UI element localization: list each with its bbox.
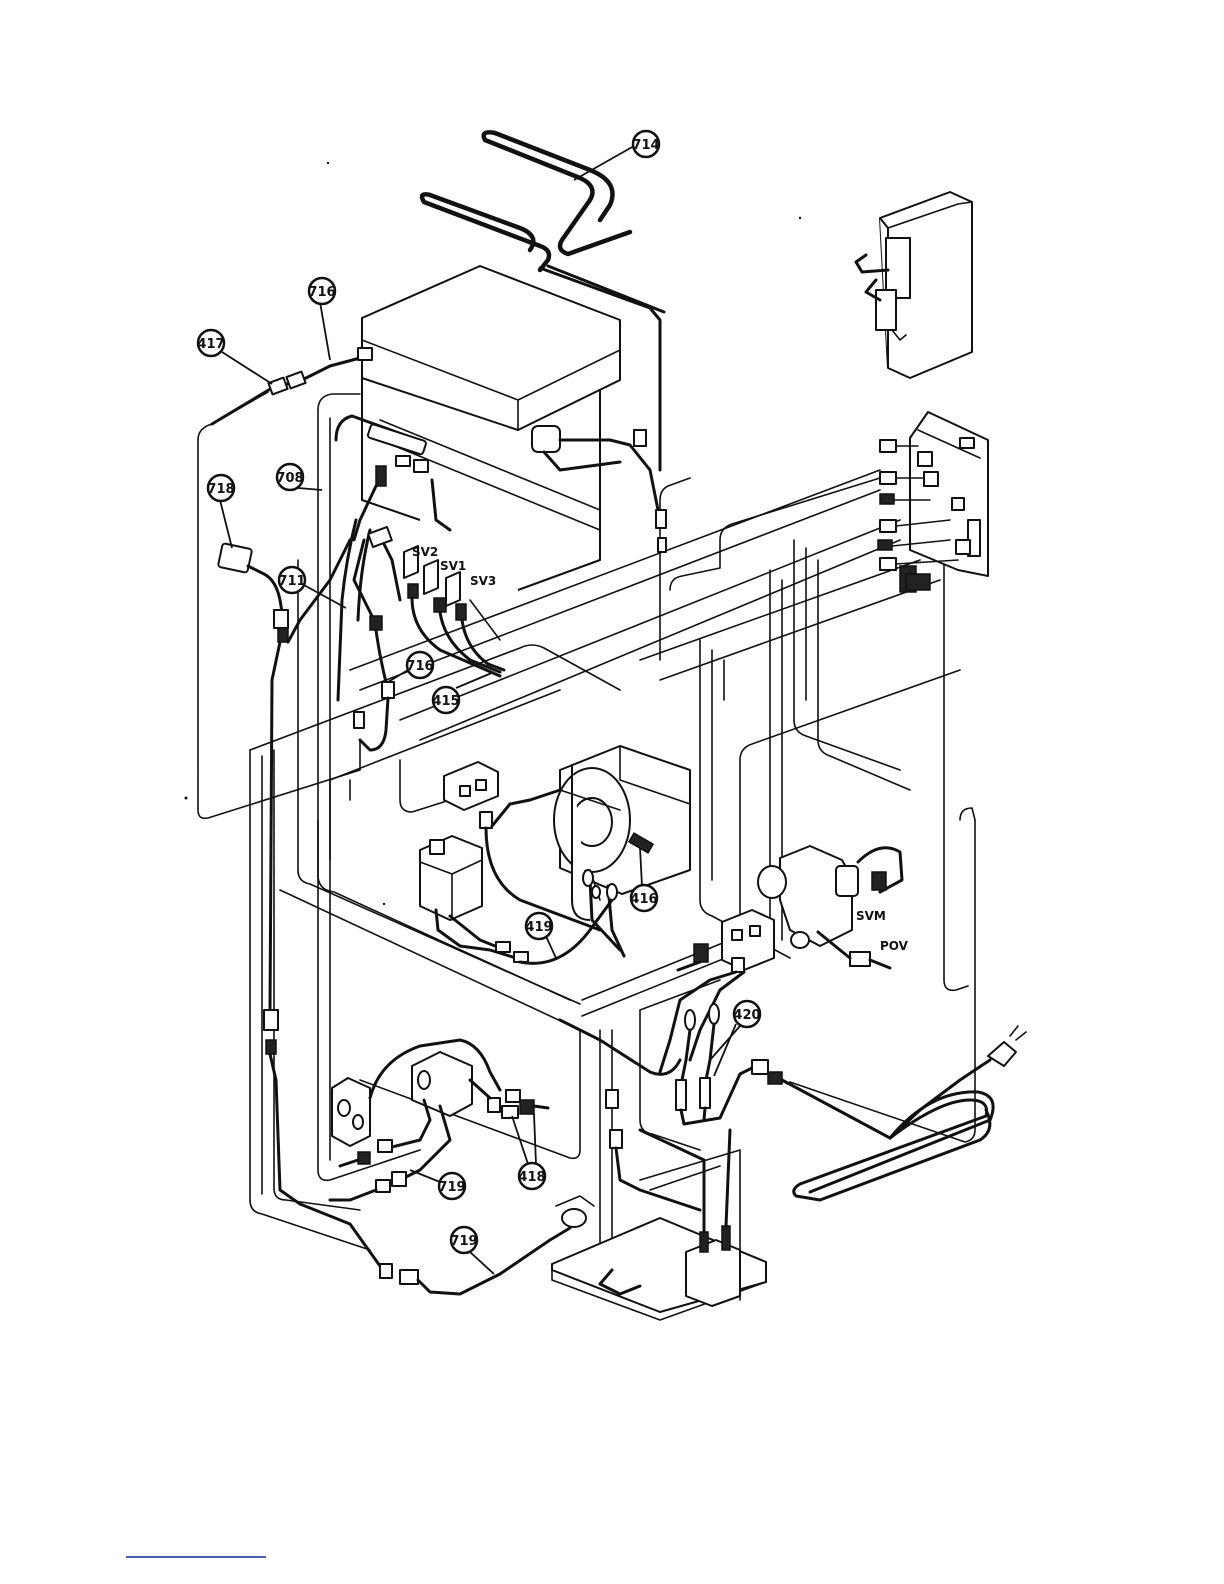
sv3-label: SV3 <box>470 574 496 588</box>
svg-text:417: 417 <box>197 337 224 352</box>
svg-text:420: 420 <box>733 1008 760 1023</box>
bottom-junction-box <box>552 1090 766 1320</box>
control-board-module <box>856 192 972 378</box>
power-cord <box>794 1026 1026 1200</box>
sv2-label: SV2 <box>412 545 438 559</box>
lower-connector-chain <box>380 1196 594 1294</box>
svg-text:415: 415 <box>432 694 459 709</box>
fan-motor <box>554 746 690 920</box>
svg-text:418: 418 <box>518 1170 545 1185</box>
svg-text:718: 718 <box>207 482 234 497</box>
svm-label: SVM <box>856 909 886 923</box>
footer-rule <box>126 1556 266 1558</box>
pump-assembly: SVM POV <box>758 846 909 968</box>
svg-text:708: 708 <box>276 471 303 486</box>
terminal-block <box>878 412 988 592</box>
svg-text:711: 711 <box>278 574 305 589</box>
left-connector-417 <box>212 348 372 424</box>
svg-text:716: 716 <box>308 285 335 300</box>
oven-cavity-top <box>362 266 620 590</box>
svg-text:719: 719 <box>450 1234 477 1249</box>
svg-text:416: 416 <box>630 892 657 907</box>
svg-text:714: 714 <box>632 138 659 153</box>
svg-text:419: 419 <box>525 920 552 935</box>
sv1-label: SV1 <box>440 559 466 573</box>
pov-label: POV <box>880 939 909 953</box>
lower-left-assembly <box>330 1040 548 1200</box>
transformer <box>420 836 528 962</box>
svg-text:719: 719 <box>438 1180 465 1195</box>
svg-text:716: 716 <box>406 659 433 674</box>
relay-block <box>660 910 774 1072</box>
plug-718 <box>218 540 380 1266</box>
sensors-420 <box>560 1004 890 1138</box>
